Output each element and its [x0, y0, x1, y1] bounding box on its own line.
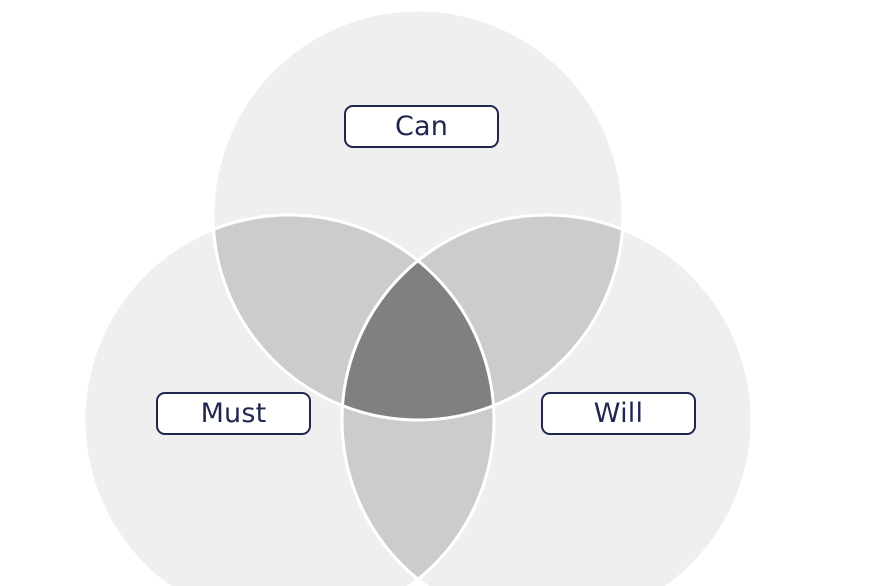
- set-label-must-text: Must: [200, 398, 267, 429]
- set-label-can[interactable]: Can: [344, 105, 499, 148]
- region-can-must-will: [342, 215, 494, 420]
- circle-can-outline: [211, 8, 625, 422]
- circle-must-outline: [82, 213, 496, 586]
- set-label-will-text: Will: [593, 398, 644, 429]
- set-label-can-text: Can: [394, 111, 449, 142]
- set-label-must[interactable]: Must: [156, 392, 311, 435]
- set-label-will[interactable]: Will: [541, 392, 696, 435]
- circle-will-outline: [340, 213, 754, 586]
